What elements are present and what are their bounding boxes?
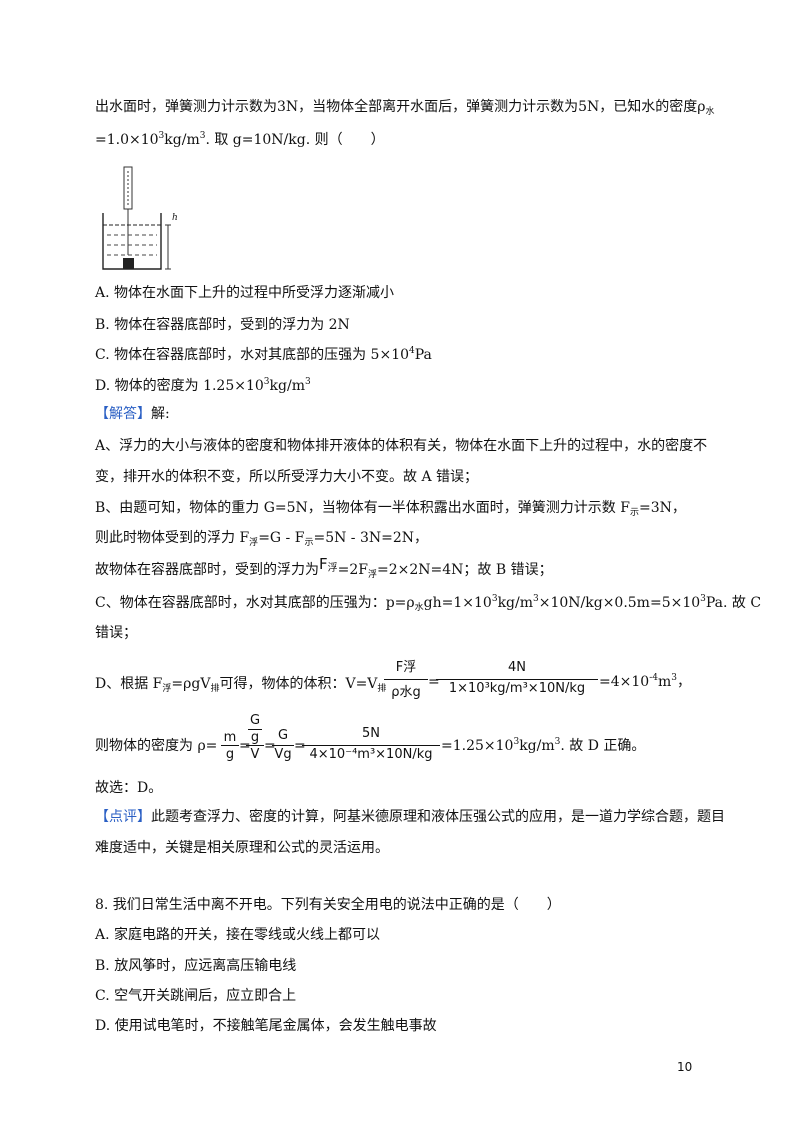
q7-option-c: C. 物体在容器底部时，水对其底部的压强为 5×104Pa [95, 346, 432, 364]
answer-d-line1: D、根据 F浮=ρgV排可得，物体的体积：V=V排 [95, 676, 387, 694]
density-line: 则物体的密度为 ρ= [95, 738, 218, 754]
rho-frac2-num-top: G [249, 713, 261, 728]
review-line1: 【点评】此题考查浮力、密度的计算，阿基米德原理和液体压强公式的应用，是一道力学综… [95, 809, 725, 825]
answer-tag: 【解答】 [95, 406, 151, 422]
rho-frac3-num: G [277, 728, 289, 743]
q8-option-b: B. 放风筝时，应远离高压输电线 [95, 958, 297, 974]
rho-frac2-num-bot: g [250, 730, 260, 745]
volume-fraction-1-numerator: F浮 [395, 660, 417, 675]
answer-choice: 故选：D。 [95, 780, 163, 796]
rho-eq1: = [239, 738, 251, 754]
q7-option-d: D. 物体的密度为 1.25×103kg/m3 [95, 377, 311, 395]
q7-stem-line1: 出水面时，弹簧测力计示数为3N，当物体全部离开水面后，弹簧测力计示数为5N，已知… [95, 99, 715, 117]
volume-fraction-2-bar [436, 679, 598, 680]
rho-frac2-bar [246, 745, 264, 746]
rho-frac2-inner-bar [248, 729, 262, 730]
rho-frac2-den: V [250, 747, 260, 762]
volume-fraction-1-denominator: ρ水g [391, 685, 421, 700]
q7-stem-line2: =1.0×103kg/m3. 取 g=10N/kg. 则（ ） [95, 131, 385, 149]
equals-1: = [428, 674, 440, 690]
q7-option-b: B. 物体在容器底部时，受到的浮力为 2N [95, 317, 350, 333]
rho-frac4-num: 5N [362, 726, 380, 741]
answer-c-line1: C、物体在容器底部时，水对其底部的压强为：p=ρ水gh=1×103kg/m3×1… [95, 594, 762, 613]
q8-option-d: D. 使用试电笔时，不接触笔尾金属体，会发生触电事故 [95, 1018, 437, 1034]
answer-b-line2: 则此时物体受到的浮力 F浮=G - F示=5N - 3N=2N， [95, 530, 429, 548]
volume-fraction-2-numerator: 4N [508, 660, 526, 675]
answer-b-line1: B、由题可知，物体的重力 G=5N，当物体有一半体积露出水面时，弹簧测力计示数 … [95, 500, 686, 518]
volume-result: =4×10-4m3， [599, 673, 691, 691]
review-tag: 【点评】 [95, 809, 151, 825]
answer-b-line3: 故物体在容器底部时，受到的浮力为F浮=2F浮=2×2N=4N；故 B 错误； [95, 555, 553, 580]
rho-frac1-bar [221, 745, 239, 746]
answer-a-line2: 变，排开水的体积不变，所以所受浮力大小不变。故 A 错误； [95, 469, 479, 485]
rho-frac3-den: Vg [274, 747, 292, 762]
rho-frac3-bar [272, 745, 294, 746]
rho-frac1-den: g [225, 747, 235, 762]
answer-heading: 【解答】解: [95, 406, 170, 422]
volume-fraction-1-bar [384, 679, 428, 680]
q8-stem: 8. 我们日常生活中离不开电。下列有关安全用电的说法中正确的是（ ） [95, 897, 561, 913]
q7-option-a: A. 物体在水面下上升的过程中所受浮力逐渐减小 [95, 285, 395, 301]
container-figure [102, 166, 171, 270]
rho-frac4-den: 4×10⁻⁴m³×10N/kg [309, 747, 433, 762]
q8-option-a: A. 家庭电路的开关，接在零线或火线上都可以 [95, 927, 381, 943]
rho-eq2: = [264, 738, 276, 754]
rho-frac1-num: m [223, 730, 237, 745]
rho-result: =1.25×103kg/m3. 故 D 正确。 [441, 737, 646, 755]
answer-c-line2: 错误； [95, 625, 137, 641]
page-number: 10 [677, 1060, 693, 1074]
figure-h-label: h [172, 213, 178, 223]
rho-frac4-bar [302, 745, 440, 746]
q8-option-c: C. 空气开关跳闸后，应立即合上 [95, 988, 297, 1004]
review-line2: 难度适中，关键是相关原理和公式的灵活运用。 [95, 840, 389, 856]
answer-a-line1: A、浮力的大小与液体的密度和物体排开液体的体积有关，物体在水面下上升的过程中，水… [95, 438, 708, 454]
rho-eq3: = [294, 738, 306, 754]
volume-fraction-2-denominator: 1×10³kg/m³×10N/kg [448, 681, 586, 696]
